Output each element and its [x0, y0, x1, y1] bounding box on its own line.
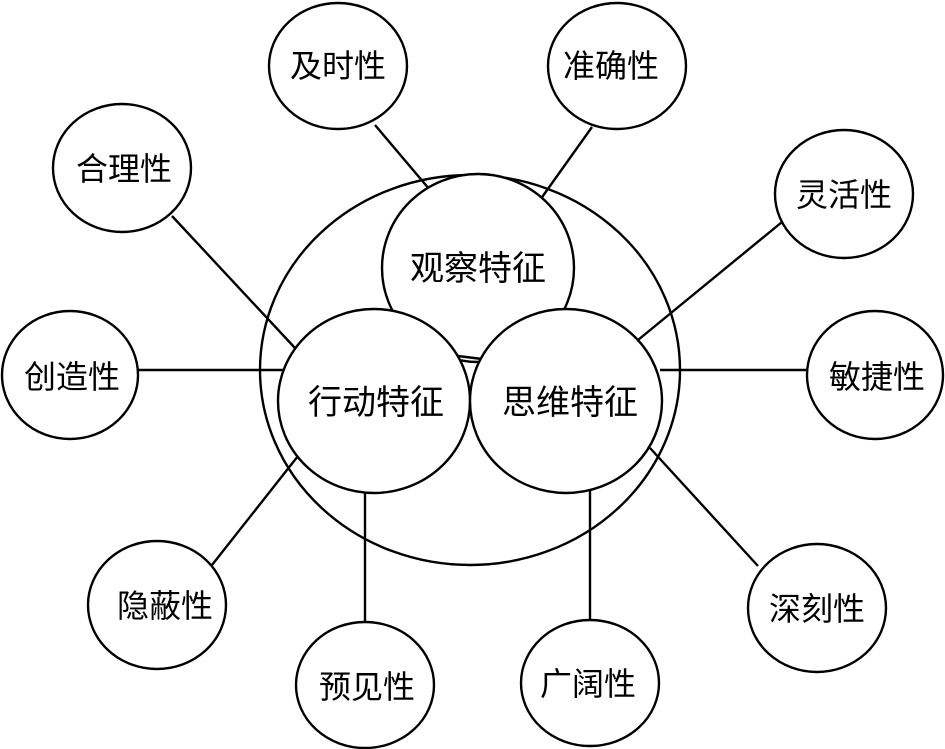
attr-creativity: 创造性: [0, 309, 140, 441]
attr-profundity: 深刻性: [746, 542, 888, 674]
core-observation-label: 观察特征: [410, 249, 546, 289]
attr-agility-label: 敏捷性: [829, 358, 925, 396]
attr-breadth: 广阔性: [519, 618, 661, 748]
attr-concealment: 隐蔽性: [86, 539, 228, 671]
attr-breadth-label: 广阔性: [540, 665, 636, 703]
attr-flexibility-label: 灵活性: [796, 176, 892, 214]
attr-rationality: 合理性: [51, 102, 193, 234]
connector-flexibility: [637, 221, 783, 341]
attr-accuracy-label: 准确性: [563, 47, 659, 85]
attr-flexibility: 灵活性: [773, 128, 915, 260]
attr-foresight-label: 预见性: [319, 668, 415, 706]
attr-profundity-label: 深刻性: [769, 590, 865, 628]
attr-agility: 敏捷性: [805, 309, 945, 441]
core-thinking: 思维特征: [468, 307, 664, 495]
core-link: [457, 354, 483, 361]
attr-concealment-label: 隐蔽性: [117, 587, 213, 625]
connector-profundity: [649, 447, 759, 567]
connector-rationality: [171, 215, 296, 349]
core-action: 行动特征: [276, 307, 472, 495]
attr-rationality-label: 合理性: [76, 150, 172, 188]
attr-timeliness: 及时性: [267, 1, 409, 131]
connector-concealment: [211, 455, 299, 566]
attr-accuracy: 准确性: [546, 1, 688, 131]
attr-foresight: 预见性: [294, 620, 436, 749]
connector-accuracy: [539, 126, 593, 201]
core-action-label: 行动特征: [308, 383, 444, 423]
attr-creativity-label: 创造性: [24, 358, 120, 396]
core-thinking-label: 思维特征: [502, 383, 638, 423]
attr-timeliness-label: 及时性: [290, 47, 386, 85]
